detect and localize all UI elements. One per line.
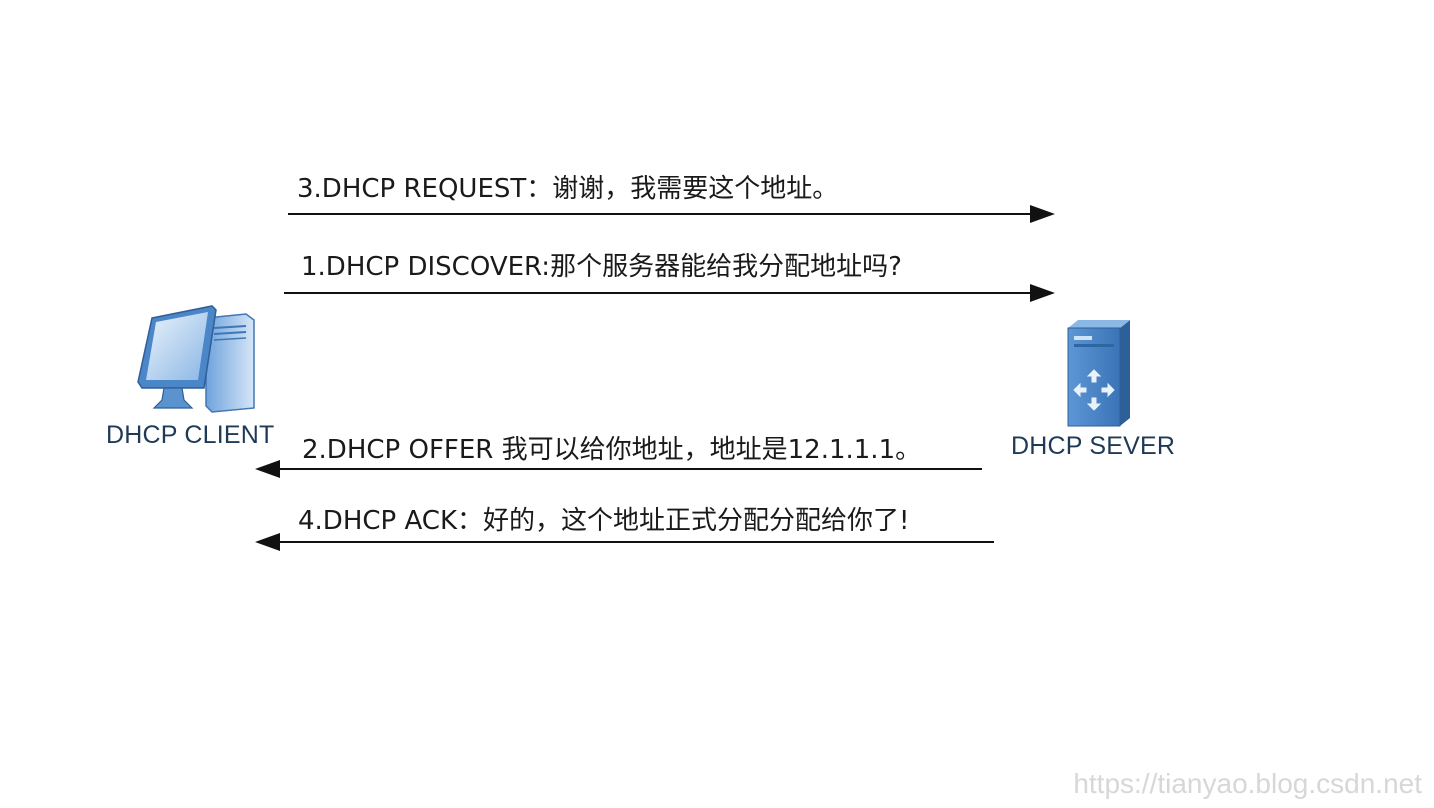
ack-arrow: [255, 533, 994, 551]
server-icon: [1067, 320, 1130, 427]
request-arrow: [288, 205, 1055, 223]
server-label: DHCP SEVER: [1011, 432, 1176, 460]
request-label: 3.DHCP REQUEST：谢谢，我需要这个地址。: [297, 174, 839, 204]
offer-label: 2.DHCP OFFER 我可以给你地址，地址是12.1.1.1。: [302, 435, 922, 465]
computer-icon: [137, 305, 255, 413]
watermark: https://tianyao.blog.csdn.net: [1073, 768, 1422, 799]
offer-arrow: [255, 460, 982, 478]
ack-label: 4.DHCP ACK：好的，这个地址正式分配分配给你了!: [298, 506, 910, 536]
client-label: DHCP CLIENT: [106, 421, 275, 449]
discover-arrow: [284, 284, 1055, 302]
discover-label: 1.DHCP DISCOVER:那个服务器能给我分配地址吗?: [301, 252, 902, 282]
